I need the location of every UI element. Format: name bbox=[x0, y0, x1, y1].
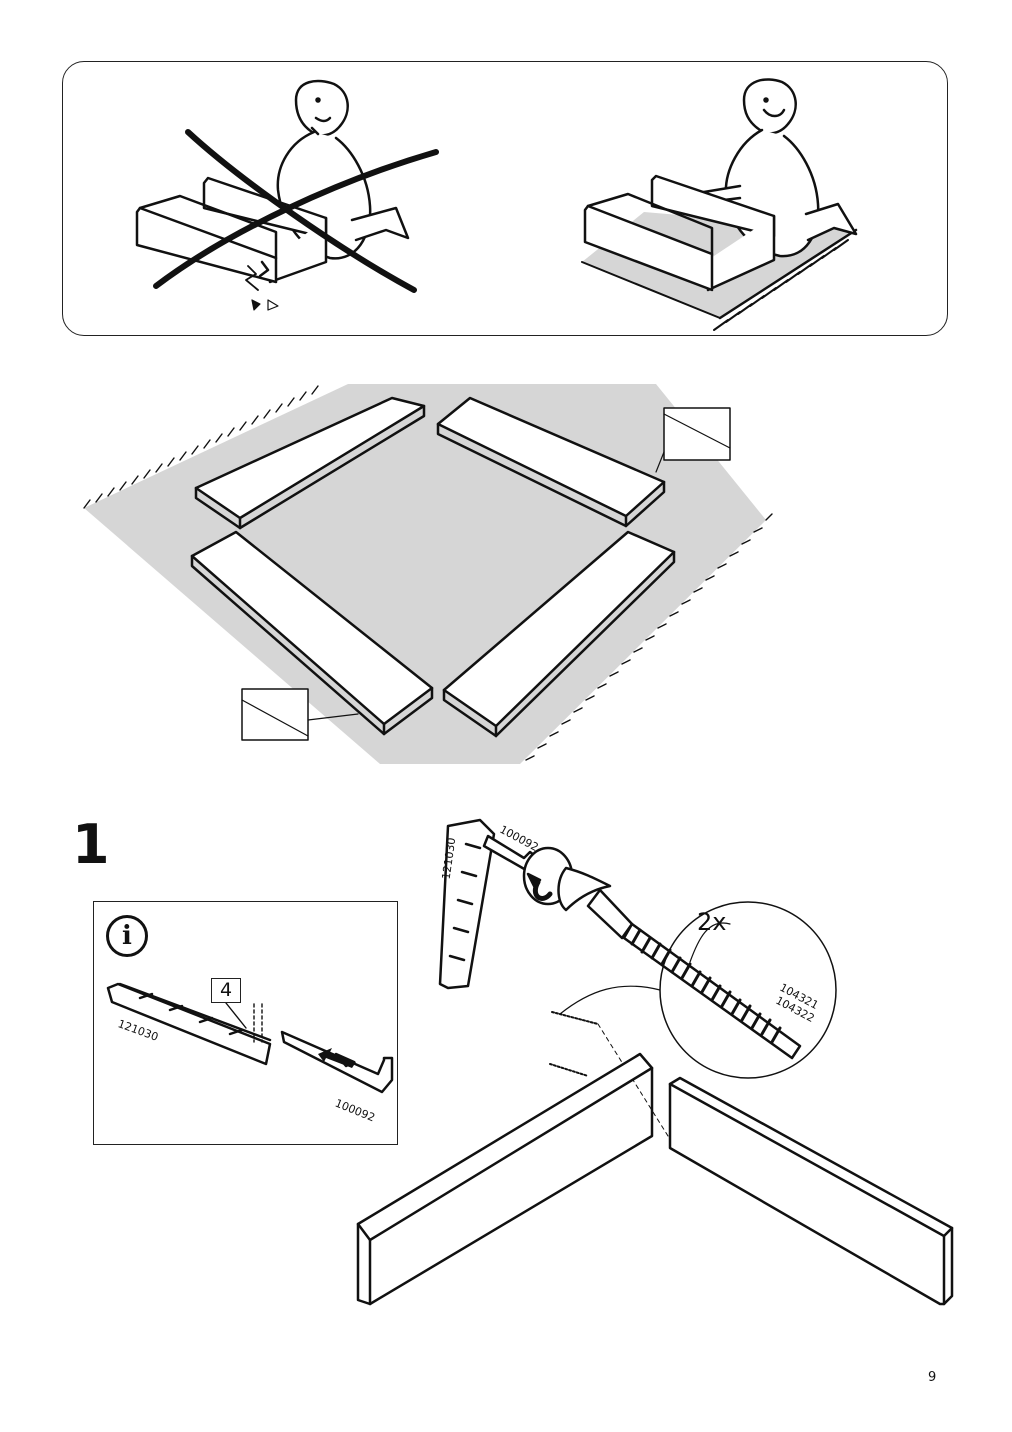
push-arrow-icon bbox=[318, 1048, 356, 1068]
step-1-drawing bbox=[356, 818, 954, 1306]
info-icon: i bbox=[106, 915, 148, 957]
correct-assembly-scene bbox=[581, 78, 858, 331]
info-panel bbox=[93, 901, 398, 1145]
quantity-label: 2x bbox=[697, 908, 727, 936]
wrong-assembly-scene bbox=[135, 79, 439, 311]
boards-on-rug-scene bbox=[83, 384, 773, 764]
quantity-box: 4 bbox=[211, 978, 241, 1003]
warning-panel bbox=[62, 61, 948, 336]
page-number: 9 bbox=[928, 1370, 937, 1385]
step-number: 1 bbox=[72, 813, 110, 876]
